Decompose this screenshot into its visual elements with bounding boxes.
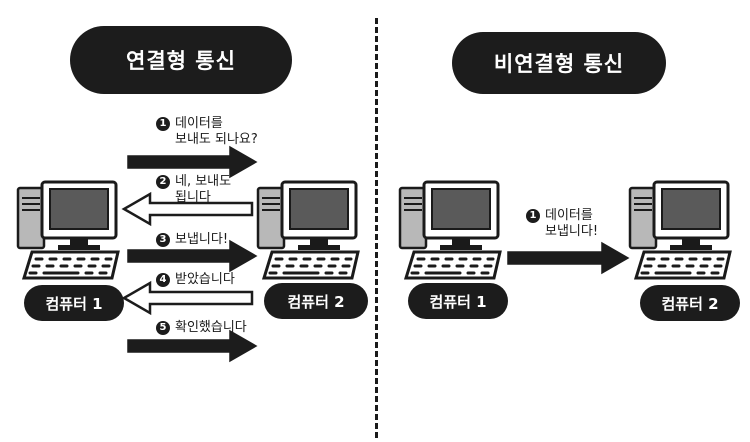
arrow-left-2 xyxy=(121,191,254,227)
message-line: 네, 보내도 xyxy=(175,174,232,189)
message-line: 보내도 되나요? xyxy=(175,132,258,147)
message-1: 1 데이터를 보내도 되나요? xyxy=(156,116,258,148)
computer-icon xyxy=(628,180,732,280)
message-line: 보냅니다! xyxy=(545,224,599,239)
computer-icon xyxy=(16,180,120,280)
computer-1-label: 컴퓨터 1 xyxy=(24,285,124,321)
message-3: 3 보냅니다! xyxy=(156,232,228,248)
message-line: 데이터를 xyxy=(545,208,593,223)
arrow-left-4 xyxy=(121,280,254,316)
computer-1-label: 컴퓨터 1 xyxy=(408,283,508,319)
step-number: 4 xyxy=(156,273,170,287)
message-line: 받았습니다 xyxy=(175,272,235,287)
message-line: 보냅니다! xyxy=(175,232,229,247)
computer-2-label: 컴퓨터 2 xyxy=(264,283,368,319)
step-number: 1 xyxy=(526,209,540,223)
step-number: 1 xyxy=(156,117,170,131)
message-line: 데이터를 xyxy=(175,116,223,131)
message-connectionless-1: 1 데이터를 보냅니다! xyxy=(526,208,598,240)
connectionless-title: 비연결형 통신 xyxy=(452,32,666,94)
message-line: 됩니다 xyxy=(175,190,211,205)
computer-icon xyxy=(256,180,360,280)
message-5: 5 확인했습니다 xyxy=(156,320,247,336)
arrow-right-3 xyxy=(127,239,258,273)
message-2: 2 네, 보내도 됩니다 xyxy=(156,174,231,206)
step-number: 3 xyxy=(156,233,170,247)
computer-2-label: 컴퓨터 2 xyxy=(640,285,740,321)
arrow-right-5 xyxy=(127,329,258,363)
arrow-right-1 xyxy=(127,145,258,179)
computer-icon xyxy=(398,180,502,280)
step-number: 2 xyxy=(156,175,170,189)
section-divider xyxy=(375,18,378,438)
step-number: 5 xyxy=(156,321,170,335)
message-4: 4 받았습니다 xyxy=(156,272,235,288)
message-line: 확인했습니다 xyxy=(175,320,247,335)
arrow-right-connectionless xyxy=(507,241,630,275)
connection-oriented-title: 연결형 통신 xyxy=(70,26,292,94)
